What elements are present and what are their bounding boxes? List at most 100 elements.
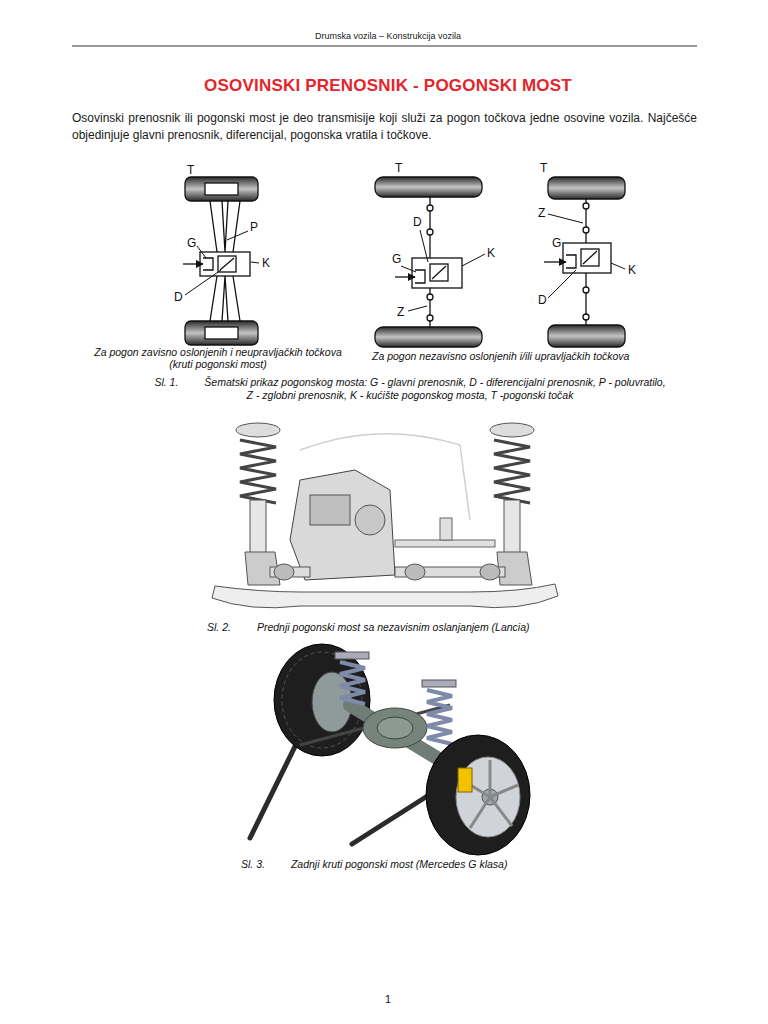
joint (583, 314, 589, 320)
coil-spring (494, 440, 530, 503)
figure-caption: Zadnji kruti pogonski most (Mercedes G k… (291, 858, 508, 870)
steering-rack (395, 540, 495, 547)
part-letter: P (250, 220, 258, 234)
joint (427, 205, 433, 211)
tire (426, 735, 530, 855)
cv-joint (405, 564, 425, 580)
wheel (548, 177, 625, 199)
figure-subcaption: Za pogon zavisno oslonjenih i neupravlja… (86, 346, 350, 370)
part-letter: T (395, 161, 402, 175)
strut-mount (490, 423, 534, 437)
steering-column (440, 518, 452, 540)
running-header: Drumska vozila – Konstrukcija vozila (4, 31, 768, 42)
strut-mount (236, 423, 280, 437)
leader-line (420, 230, 428, 262)
brake-caliper (458, 768, 472, 792)
leader-line (185, 270, 221, 295)
leader-line (548, 214, 583, 223)
gearbox-detail (355, 505, 385, 535)
leader-line (611, 263, 625, 269)
part-letter: T (540, 161, 547, 175)
joint (583, 287, 589, 293)
wheel (548, 325, 625, 347)
differential-housing (412, 258, 462, 288)
gearbox (290, 470, 395, 580)
figure-number: Sl. 1. (154, 376, 178, 388)
part-letter: K (487, 246, 495, 260)
differential-mark (220, 258, 234, 270)
input-shaft (544, 261, 566, 262)
main-gear (566, 255, 576, 268)
rear-axle-illustration (250, 644, 530, 855)
part-letter: D (538, 293, 547, 307)
wheel-hub (205, 183, 238, 195)
wheel (375, 327, 482, 347)
caption-line: Sl. 3. Zadnji kruti pogonski most (Merced… (241, 858, 507, 871)
leader-line (197, 246, 206, 258)
gearbox-detail (310, 495, 350, 525)
part-letter: K (262, 256, 270, 270)
differential-housing (363, 708, 427, 748)
part-letter: G (187, 236, 196, 250)
figure-subcaption: Za pogon nezavisno oslonjenih i/ili upra… (372, 350, 629, 363)
shock-absorber (250, 500, 266, 555)
part-letter: G (552, 236, 561, 250)
part-letter: G (392, 252, 401, 266)
part-letter: K (628, 263, 636, 277)
independent-axle-schematic (375, 177, 485, 347)
joint (583, 203, 589, 209)
steered-axle-schematic (544, 177, 625, 347)
wheel-hub (205, 327, 238, 339)
leader-line (548, 270, 576, 298)
figure-caption: Šematski prikaz pogonskog mosta: G - gla… (204, 376, 665, 401)
header-rule (72, 46, 697, 47)
input-shaft (183, 263, 203, 264)
page-title: OSOVINSKI PRENOSNIK - POGONSKI MOST (4, 76, 768, 96)
figure-caption: Prednji pogonski most sa nezavisnim osla… (257, 621, 530, 633)
leader-line (227, 231, 248, 240)
figure-number: Sl. 2. (207, 621, 231, 633)
cv-joint (480, 564, 500, 580)
part-letter: D (413, 215, 422, 229)
caption-line: Sl. 2. Prednji pogonski most sa nezavisni… (207, 621, 530, 634)
leader-line (251, 262, 259, 263)
part-letter: Z (538, 206, 545, 220)
wheel (185, 321, 258, 345)
wheel (185, 177, 258, 201)
differential (430, 264, 448, 281)
subframe (212, 584, 558, 608)
caption-line: Sl. 1. Šematski prikaz pogonskog mosta: G… (150, 376, 670, 402)
differential-cover (377, 717, 413, 739)
rim (456, 757, 520, 837)
shock-absorber (504, 500, 520, 555)
differential-housing (200, 252, 250, 276)
rigid-axle-schematic (183, 177, 259, 345)
front-axle-illustration (212, 423, 558, 608)
differential-mark (432, 266, 446, 279)
page-number: 1 (4, 993, 768, 1006)
figure-number: Sl. 3. (241, 858, 265, 870)
joint (427, 315, 433, 321)
part-letter: Z (397, 305, 404, 319)
part-letter: D (174, 290, 183, 304)
differential-housing (563, 243, 611, 273)
leader-line (408, 306, 427, 311)
cv-joint (274, 564, 294, 580)
part-letter: T (187, 163, 194, 177)
coil-spring (427, 690, 452, 744)
joint (427, 294, 433, 300)
leader-line (401, 266, 416, 272)
differential-mark (583, 251, 597, 264)
joint (427, 229, 433, 235)
leader-line (462, 254, 485, 266)
body-paragraph: Osovinski prenosnik ili pogonski most je… (72, 110, 697, 144)
coil-spring (240, 440, 276, 503)
differential (581, 249, 599, 266)
joint (583, 227, 589, 233)
coil-spring (340, 662, 365, 704)
spring-seat (335, 652, 369, 659)
wheel (375, 177, 482, 197)
main-gear (415, 270, 425, 283)
